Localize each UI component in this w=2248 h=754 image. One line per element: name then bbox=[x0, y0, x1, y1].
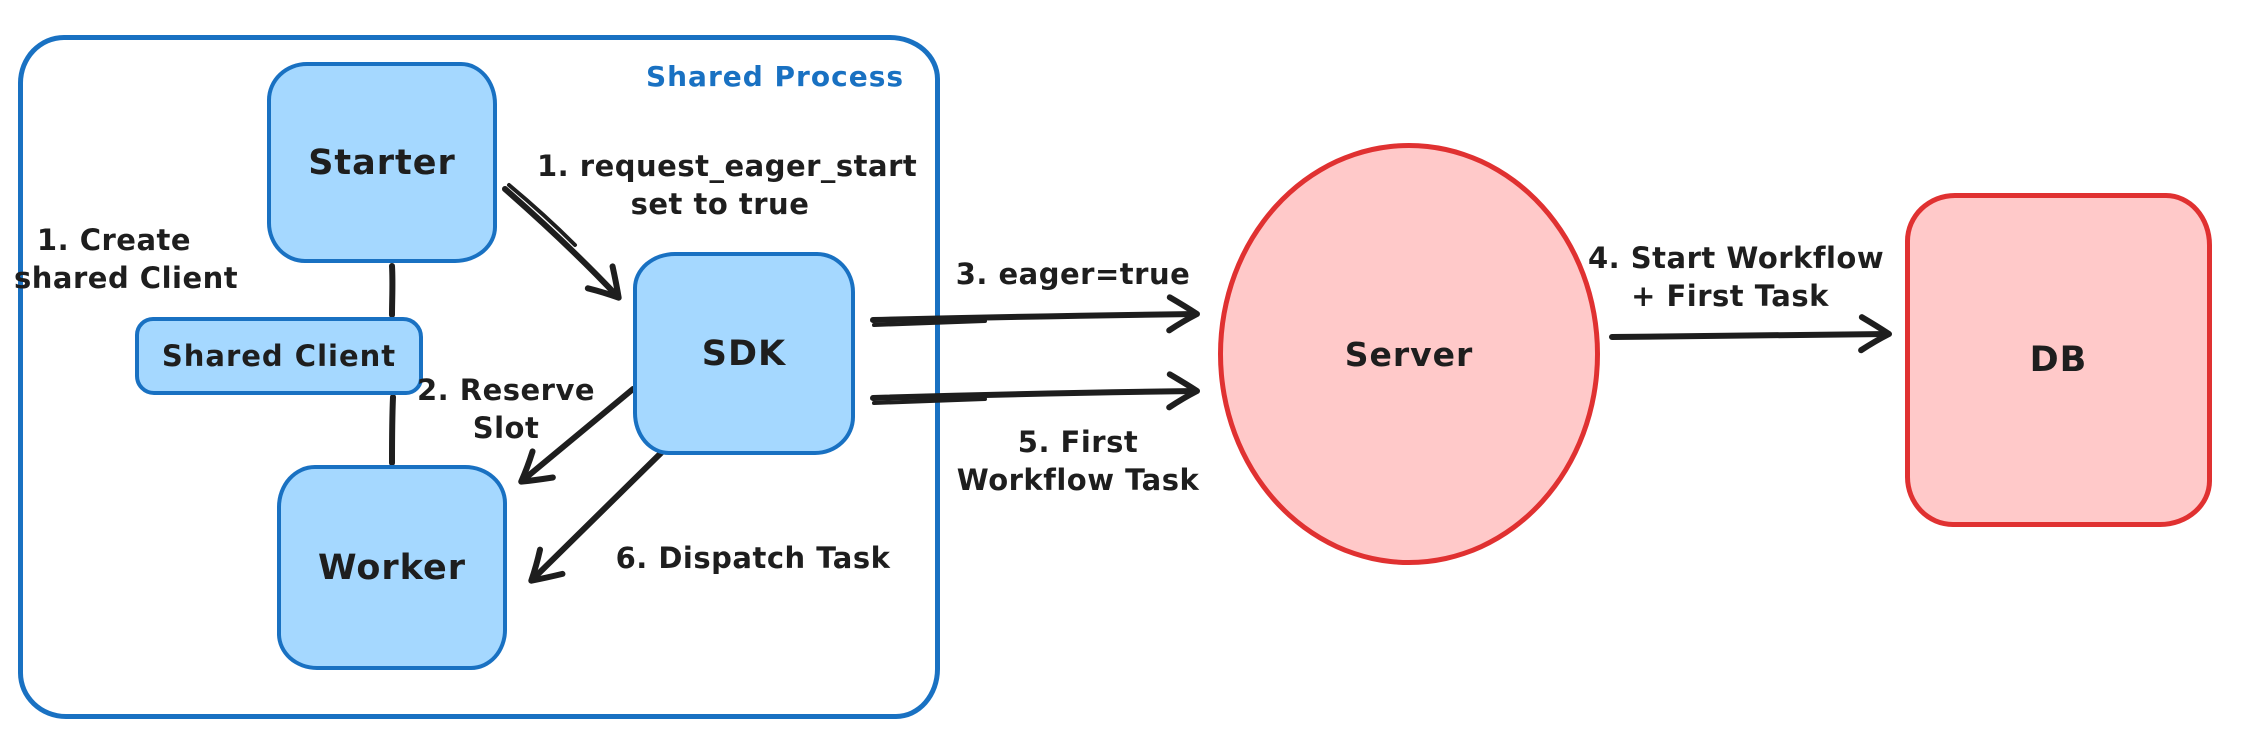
annotation-step2-reserve: 2. Reserve Slot bbox=[408, 372, 604, 447]
annotation-step1-create-line1: 1. Create bbox=[36, 223, 192, 257]
annotation-step4-start-line1: 4. Start Workflow bbox=[1588, 241, 1885, 275]
worker-label: Worker bbox=[318, 547, 466, 588]
annotation-step5-first-line1: 5. First bbox=[1017, 425, 1139, 459]
annotation-step6-dispatch: 6. Dispatch Task bbox=[615, 541, 891, 575]
annotation-step1-request: 1. request_eager_start set to true bbox=[537, 148, 918, 223]
annotation-step2-reserve-line2: Slot bbox=[472, 410, 540, 445]
sdk-label: SDK bbox=[701, 333, 787, 374]
server-node: Server bbox=[1218, 143, 1600, 565]
worker-node: Worker bbox=[277, 465, 507, 670]
shared-client-node: Shared Client bbox=[135, 317, 423, 395]
annotation-step5-first-line2: Workflow Task bbox=[956, 462, 1200, 497]
annotation-step4-start-line2: + First Task bbox=[1631, 278, 1829, 313]
arrow-server-to-db bbox=[1609, 314, 1892, 354]
starter-node: Starter bbox=[267, 62, 497, 263]
annotation-step3-eager: 3. eager=true bbox=[955, 257, 1191, 291]
annotation-step1-request-line2: set to true bbox=[630, 186, 810, 221]
sdk-node: SDK bbox=[633, 252, 855, 455]
db-label: DB bbox=[2029, 340, 2088, 380]
annotation-step1-request-line1: 1. request_eager_start bbox=[537, 149, 918, 183]
annotation-step4-start: 4. Start Workflow + First Task bbox=[1588, 240, 1885, 315]
shared-process-label: Shared Process bbox=[645, 60, 905, 93]
annotation-step2-reserve-line1: 2. Reserve bbox=[416, 373, 596, 407]
db-node: DB bbox=[1905, 193, 2212, 527]
annotation-step1-create-line2: shared Client bbox=[14, 260, 239, 295]
annotation-step1-create: 1. Create shared Client bbox=[14, 222, 239, 297]
annotation-step5-first: 5. First Workflow Task bbox=[940, 424, 1216, 499]
shared-process-container bbox=[18, 35, 940, 719]
server-label: Server bbox=[1344, 334, 1474, 374]
starter-label: Starter bbox=[308, 142, 456, 183]
shared-client-label: Shared Client bbox=[161, 339, 397, 373]
